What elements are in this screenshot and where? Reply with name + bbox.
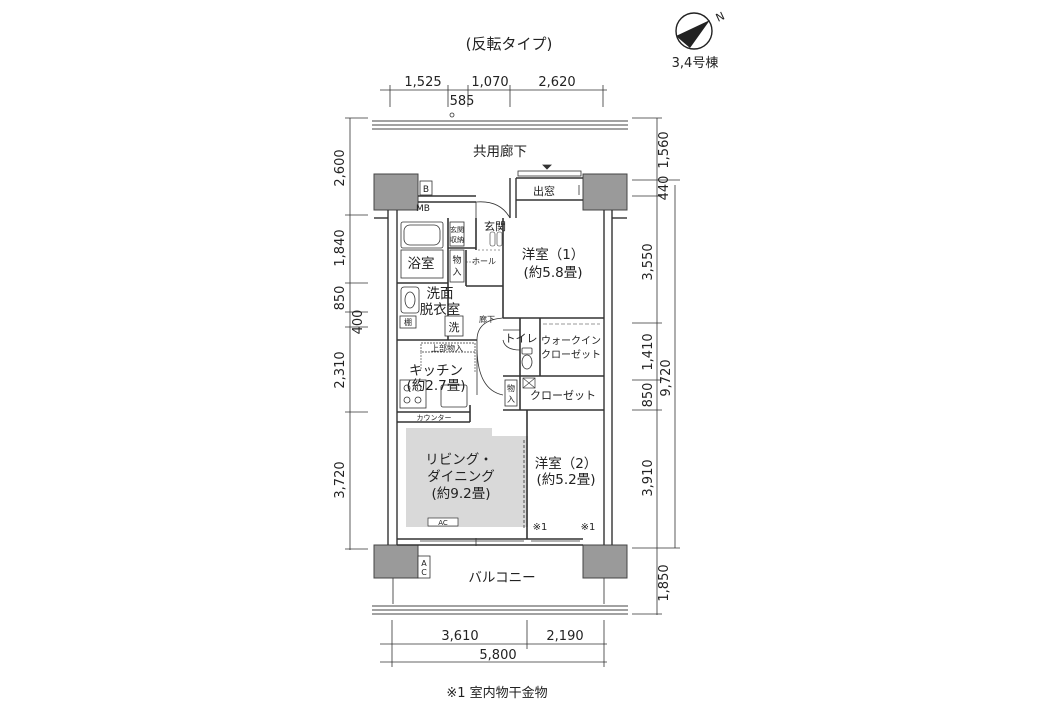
hallway-label: 廊下: [479, 314, 495, 324]
dim-bottom-2: 2,190: [546, 629, 583, 644]
kitchen-label: キッチン: [409, 363, 463, 379]
western2-size: (約5.2畳): [536, 472, 595, 488]
dim-left-1: 2,600: [333, 149, 348, 186]
storage-label-1: 物: [452, 254, 461, 266]
dim-left-2: 1,840: [333, 229, 348, 266]
balcony-label: バルコニー: [468, 570, 535, 586]
dim-right-2: 440: [657, 176, 672, 201]
corridor-label: 共用廊下: [473, 143, 527, 160]
ac-outdoor-a: A: [421, 559, 427, 568]
kitchen-size: (約2.7畳): [406, 378, 465, 394]
wash-basin-icon: [400, 286, 420, 314]
toilet-icon: [521, 347, 533, 370]
inner-walls: [397, 218, 604, 539]
dim-right-4: 1,410: [641, 333, 656, 370]
dim-right-3: 3,550: [641, 243, 656, 280]
western2-label: 洋室（2）: [535, 455, 598, 472]
structural-columns: [373, 173, 628, 579]
mark1-left: ※1: [533, 522, 548, 533]
window-bay: [517, 164, 582, 195]
genkan-storage-label-1: 玄関: [450, 225, 464, 234]
western1-label: 洋室（1）: [522, 246, 585, 263]
building-label: 3,4号棟: [672, 56, 719, 71]
window-label: 出窓: [533, 184, 555, 198]
storage-label-2: 入: [452, 267, 461, 278]
top-dimension-line: [380, 85, 607, 107]
entrance-door-icon: [475, 201, 511, 219]
mark1-right: ※1: [581, 522, 596, 533]
walkin-label-2: クローゼット: [541, 349, 601, 361]
storage2-label-1: 物: [507, 383, 515, 393]
living-floor-area: [406, 428, 528, 527]
genkan-shoes-icon: [489, 231, 503, 247]
dim-left-4: 400: [351, 310, 366, 335]
north-compass-icon: N: [675, 9, 727, 50]
dim-right-5: 850: [641, 383, 656, 408]
genkan-label: 玄関: [484, 219, 506, 233]
dim-top-2: 1,070: [471, 75, 508, 90]
washroom-label-2: 脱衣室: [420, 301, 461, 318]
outer-walls: [374, 177, 627, 546]
north-label: N: [714, 9, 727, 24]
bath-label: 浴室: [408, 255, 435, 272]
storage2-label-2: 入: [507, 395, 515, 404]
type-label: (反転タイプ): [466, 35, 553, 53]
dim-right-6: 3,910: [641, 459, 656, 496]
ac-outdoor-c: C: [421, 568, 427, 577]
ac-label-living: AC: [438, 519, 448, 527]
left-dimension-line: [345, 117, 368, 550]
living-label-2: ダイニング: [427, 469, 495, 485]
counter-label: カウンター: [417, 413, 452, 422]
living-size: (約9.2畳): [431, 486, 490, 502]
upper-storage-label: 上部物入: [431, 343, 463, 353]
sink-icon: [440, 384, 468, 408]
hall-label: ホール: [472, 257, 496, 266]
mb-label: MB: [416, 204, 430, 214]
dim-bottom-1: 3,610: [441, 629, 478, 644]
wash-machine-label: 洗: [449, 321, 460, 334]
door-arcs: [476, 317, 521, 396]
washroom-label-1: 洗面: [427, 286, 454, 302]
dim-left-3: 850: [333, 286, 348, 311]
b-label: B: [423, 185, 429, 195]
stove-icon: [399, 379, 427, 409]
dim-left-5: 2,310: [333, 351, 348, 388]
dim-top-3: 2,620: [538, 75, 575, 90]
dim-left-6: 3,720: [333, 461, 348, 498]
dim-right-total: 9,720: [659, 359, 674, 396]
living-label-1: リビング・: [425, 452, 493, 468]
dim-top-mid: 585: [450, 94, 475, 109]
walkin-label-1: ウォークイン: [541, 335, 601, 347]
genkan-storage-label-2: 収納: [450, 235, 464, 244]
closet-label: クローゼット: [530, 389, 596, 402]
right-dimension-line: [632, 117, 680, 615]
dim-right-7: 1,850: [657, 564, 672, 601]
bathtub-icon: [400, 221, 444, 279]
bottom-dimension-line: [380, 620, 607, 667]
western1-size: (約5.8畳): [523, 265, 582, 281]
dim-right-1: 1,560: [657, 131, 672, 168]
shelf-label: 棚: [404, 317, 412, 327]
dim-bottom-total: 5,800: [479, 648, 516, 663]
balcony-sash-windows: [420, 538, 580, 546]
balcony-railing: [372, 578, 628, 615]
toilet-label: トイレ: [505, 332, 538, 345]
dim-top-1: 1,525: [404, 75, 441, 90]
footnote: ※1 室内物干金物: [446, 685, 547, 701]
corridor-railing: [372, 120, 628, 130]
